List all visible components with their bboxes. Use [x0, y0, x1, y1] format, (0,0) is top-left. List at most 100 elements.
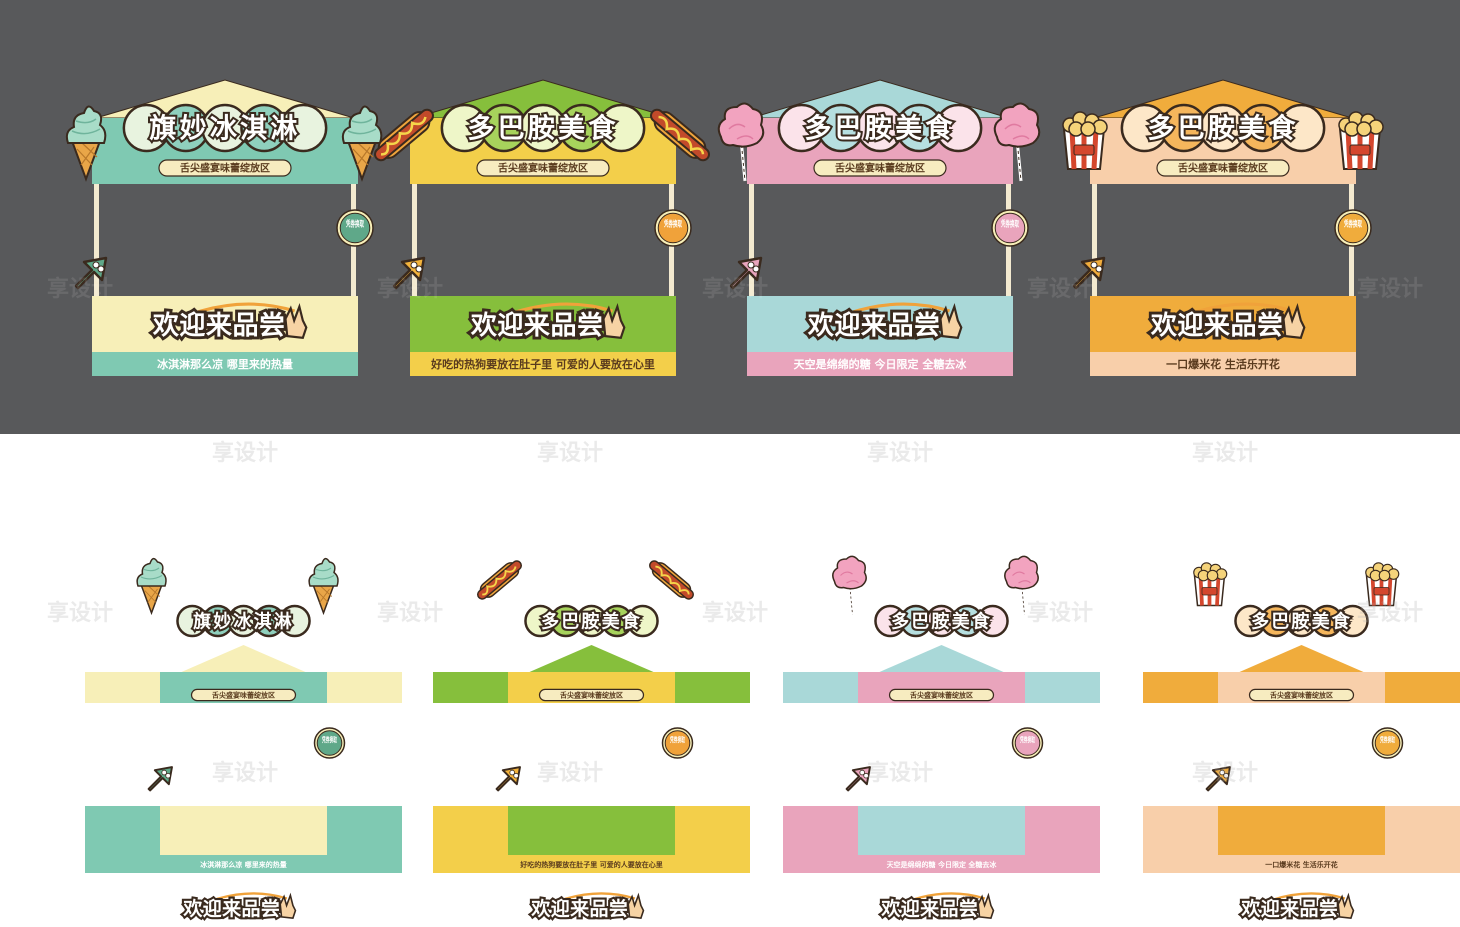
arrow-eye — [1095, 265, 1103, 273]
hot-dog-body — [650, 108, 710, 162]
mustard — [655, 565, 690, 595]
coupon-disc — [339, 212, 371, 244]
roof-flat — [181, 645, 306, 672]
booth-slogan: 一口爆米花 生活乐开花 — [1166, 357, 1280, 371]
title-badge: 多巴胺美食 — [1234, 604, 1369, 638]
coupon-disc — [316, 730, 343, 756]
coupon-badge: 凭券换取 — [1371, 727, 1404, 759]
peace-hand-icon — [284, 303, 308, 340]
watermark-text: 享设计 — [1027, 600, 1093, 626]
ice-cream-swirl — [65, 105, 107, 144]
booth-title: 多巴胺美食 — [891, 610, 992, 632]
watermark-text: 享设计 — [1027, 276, 1093, 302]
welcome-text: 欢迎来品尝 — [152, 310, 286, 341]
swirl-lines — [71, 118, 101, 135]
coupon-text: 凭券换取 — [669, 735, 685, 744]
counter-center — [508, 806, 675, 855]
arrow-eye — [1223, 772, 1229, 779]
coupon-text: 凭券换取 — [1019, 735, 1035, 744]
booth-subtitle: 舌尖盛宴味蕾绽放区 — [560, 691, 623, 700]
popcorn-kernel — [1080, 121, 1096, 137]
booth-subtitle: 舌尖盛宴味蕾绽放区 — [1270, 691, 1333, 700]
watermark-text: 享设计 — [377, 276, 443, 302]
subtitle-pill-bg — [538, 688, 645, 702]
cotton-candy-icon — [1004, 555, 1039, 615]
subtitle-pill-bg — [888, 688, 995, 702]
title-bubble — [626, 604, 659, 638]
fluff-lines — [840, 571, 859, 584]
welcome-text: 欢迎来品尝 — [1240, 897, 1338, 920]
left-pole — [94, 184, 99, 296]
cotton-candy-icon — [717, 102, 765, 182]
counter-side-left — [433, 806, 508, 855]
counter-center — [160, 806, 327, 855]
subtitle-pill-bg — [476, 159, 610, 177]
arrow-icon — [1072, 256, 1106, 290]
watermark-text: 享设计 — [1357, 600, 1423, 626]
popcorn-label — [1201, 587, 1218, 596]
header-side-left — [1143, 672, 1218, 703]
peace-hand — [1337, 892, 1355, 919]
arrow-icon — [1205, 766, 1231, 792]
arrow-shape — [495, 766, 521, 792]
swirl-lines — [140, 567, 163, 580]
peace-hand-icon — [627, 892, 645, 919]
hot-dog-icon — [650, 108, 710, 162]
welcome-text: 欢迎来品尝 — [470, 310, 604, 341]
coupon-disc — [657, 212, 689, 244]
coupon-badge: 凭券换取 — [991, 209, 1029, 247]
coupon-text: 凭券换取 — [321, 735, 337, 744]
coupon-text: 凭券换取 — [1343, 219, 1362, 229]
subtitle-pill-bg — [158, 159, 292, 177]
subtitle-pill-bg — [1248, 688, 1355, 702]
swirl-lines — [347, 118, 377, 135]
coupon-disc — [1337, 212, 1369, 244]
title-bubble — [1336, 604, 1369, 638]
coupon-text: 凭券换取 — [345, 219, 364, 229]
header-side-right — [327, 672, 402, 703]
coupon-badge: 凭券换取 — [661, 727, 694, 759]
cone-pattern — [352, 142, 374, 166]
popcorn-label — [1373, 587, 1390, 596]
booth-subtitle: 舌尖盛宴味蕾绽放区 — [835, 162, 925, 175]
peace-hand — [627, 892, 645, 919]
ice-cream-icon — [136, 557, 167, 616]
slogan-band — [1090, 352, 1356, 376]
swirl-lines — [312, 567, 335, 580]
hot-dog-sausage — [374, 108, 434, 162]
watermark-text: 享设计 — [867, 440, 933, 466]
watermark-text: 享设计 — [212, 760, 278, 786]
booth-subtitle: 舌尖盛宴味蕾绽放区 — [1178, 162, 1268, 175]
welcome-swoosh — [529, 892, 636, 915]
ice-cream-swirl — [308, 557, 339, 587]
arrow-icon — [74, 256, 108, 290]
popcorn-icon — [1365, 562, 1400, 607]
watermark-text: 享设计 — [867, 760, 933, 786]
booth-title: 多巴胺美食 — [541, 610, 642, 632]
ice-cream-swirl — [136, 557, 167, 587]
arrow-eye — [509, 769, 515, 776]
welcome-logo: 欢迎来品尝 — [180, 892, 297, 922]
peace-hand — [602, 303, 626, 340]
arrow-eye — [513, 772, 519, 779]
arrow-icon — [392, 256, 426, 290]
mustard — [482, 566, 517, 596]
arrow-eye — [863, 772, 869, 779]
coupon-badge: 凭券换取 — [1011, 727, 1044, 759]
title-badge: 多巴胺美食 — [524, 604, 659, 638]
subtitle-pill: 舌尖盛宴味蕾绽放区 — [888, 688, 995, 702]
coupon-disc — [994, 212, 1026, 244]
hot-dog-sausage — [477, 560, 522, 600]
cotton-candy-icon — [993, 102, 1041, 182]
coupon-text: 凭券换取 — [663, 219, 682, 229]
popcorn-icon — [1062, 111, 1108, 170]
roof-flat — [529, 645, 654, 672]
booth-subtitle: 舌尖盛宴味蕾绽放区 — [180, 162, 270, 175]
arrow-eye — [97, 265, 105, 273]
peace-hand-icon — [1337, 892, 1355, 919]
welcome-logo: 欢迎来品尝 — [804, 302, 963, 344]
popcorn-icon — [1338, 111, 1384, 170]
booth-title: 多巴胺美食 — [1147, 113, 1298, 145]
